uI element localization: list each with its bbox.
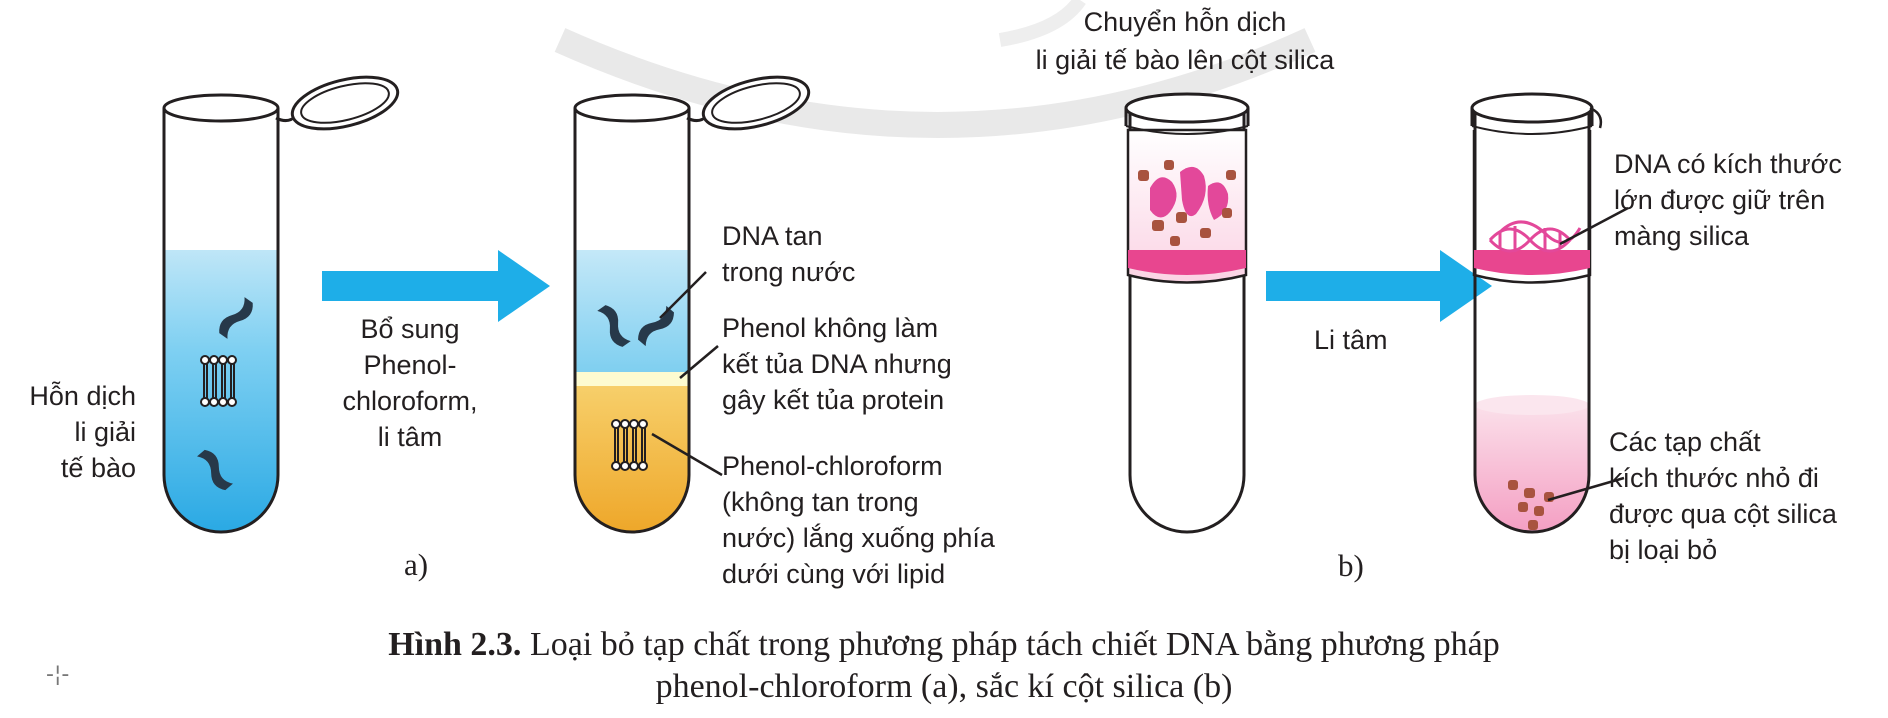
label-phenol-chloroform-lipid: Phenol-chloroform (không tan trong nước)…: [722, 448, 1042, 592]
tube-silica-column: [1126, 94, 1248, 532]
label-large-dna-retained: DNA có kích thước lớn được giữ trên màng…: [1614, 146, 1884, 254]
label-dna-in-water: DNA tan trong nước: [722, 218, 922, 290]
tube-rim: [164, 95, 278, 121]
dna-helix-icon: [1490, 222, 1580, 252]
caption-line-2: phenol-chloroform (a), sắc kí cột silica…: [0, 666, 1888, 708]
caption-line-1: Loại bỏ tạp chất trong phương pháp tách …: [521, 626, 1499, 663]
silica-membrane: [1474, 250, 1590, 275]
column-rim: [1472, 94, 1592, 122]
caption-figure-number: Hình 2.3.: [388, 626, 521, 663]
column-rim: [1126, 94, 1248, 122]
label-transfer-to-silica: Chuyển hỗn dịch li giải tế bào lên cột s…: [960, 3, 1410, 79]
label-centrifuge: Li tâm: [1314, 322, 1434, 358]
tube-rim: [575, 95, 689, 121]
label-phenol-protein-precipitation: Phenol không làm kết tủa DNA nhưng gây k…: [722, 310, 1022, 418]
interphase-protein: [575, 372, 689, 386]
figure-caption: Hình 2.3. Loại bỏ tạp chất trong phương …: [0, 624, 1888, 708]
label-small-impurities-removed: Các tạp chất kích thước nhỏ đi được qua …: [1609, 424, 1885, 568]
tube-cap: [698, 68, 814, 139]
tube-cap: [287, 68, 403, 139]
label-cell-lysate: Hỗn dịch li giải tế bào: [2, 378, 136, 486]
silica-membrane: [1128, 250, 1246, 275]
tube-after-centrifuge: [1472, 94, 1601, 532]
flow-through-liquid: [1475, 405, 1589, 532]
registration-mark-icon: -¦-: [46, 662, 69, 687]
label-add-phenol-chloroform: Bổ sung Phenol- chloroform, li tâm: [330, 311, 490, 455]
process-arrow-b: [1266, 250, 1492, 322]
flow-through-surface: [1475, 395, 1589, 415]
part-label-a: a): [404, 547, 428, 583]
part-label-b: b): [1338, 548, 1364, 584]
